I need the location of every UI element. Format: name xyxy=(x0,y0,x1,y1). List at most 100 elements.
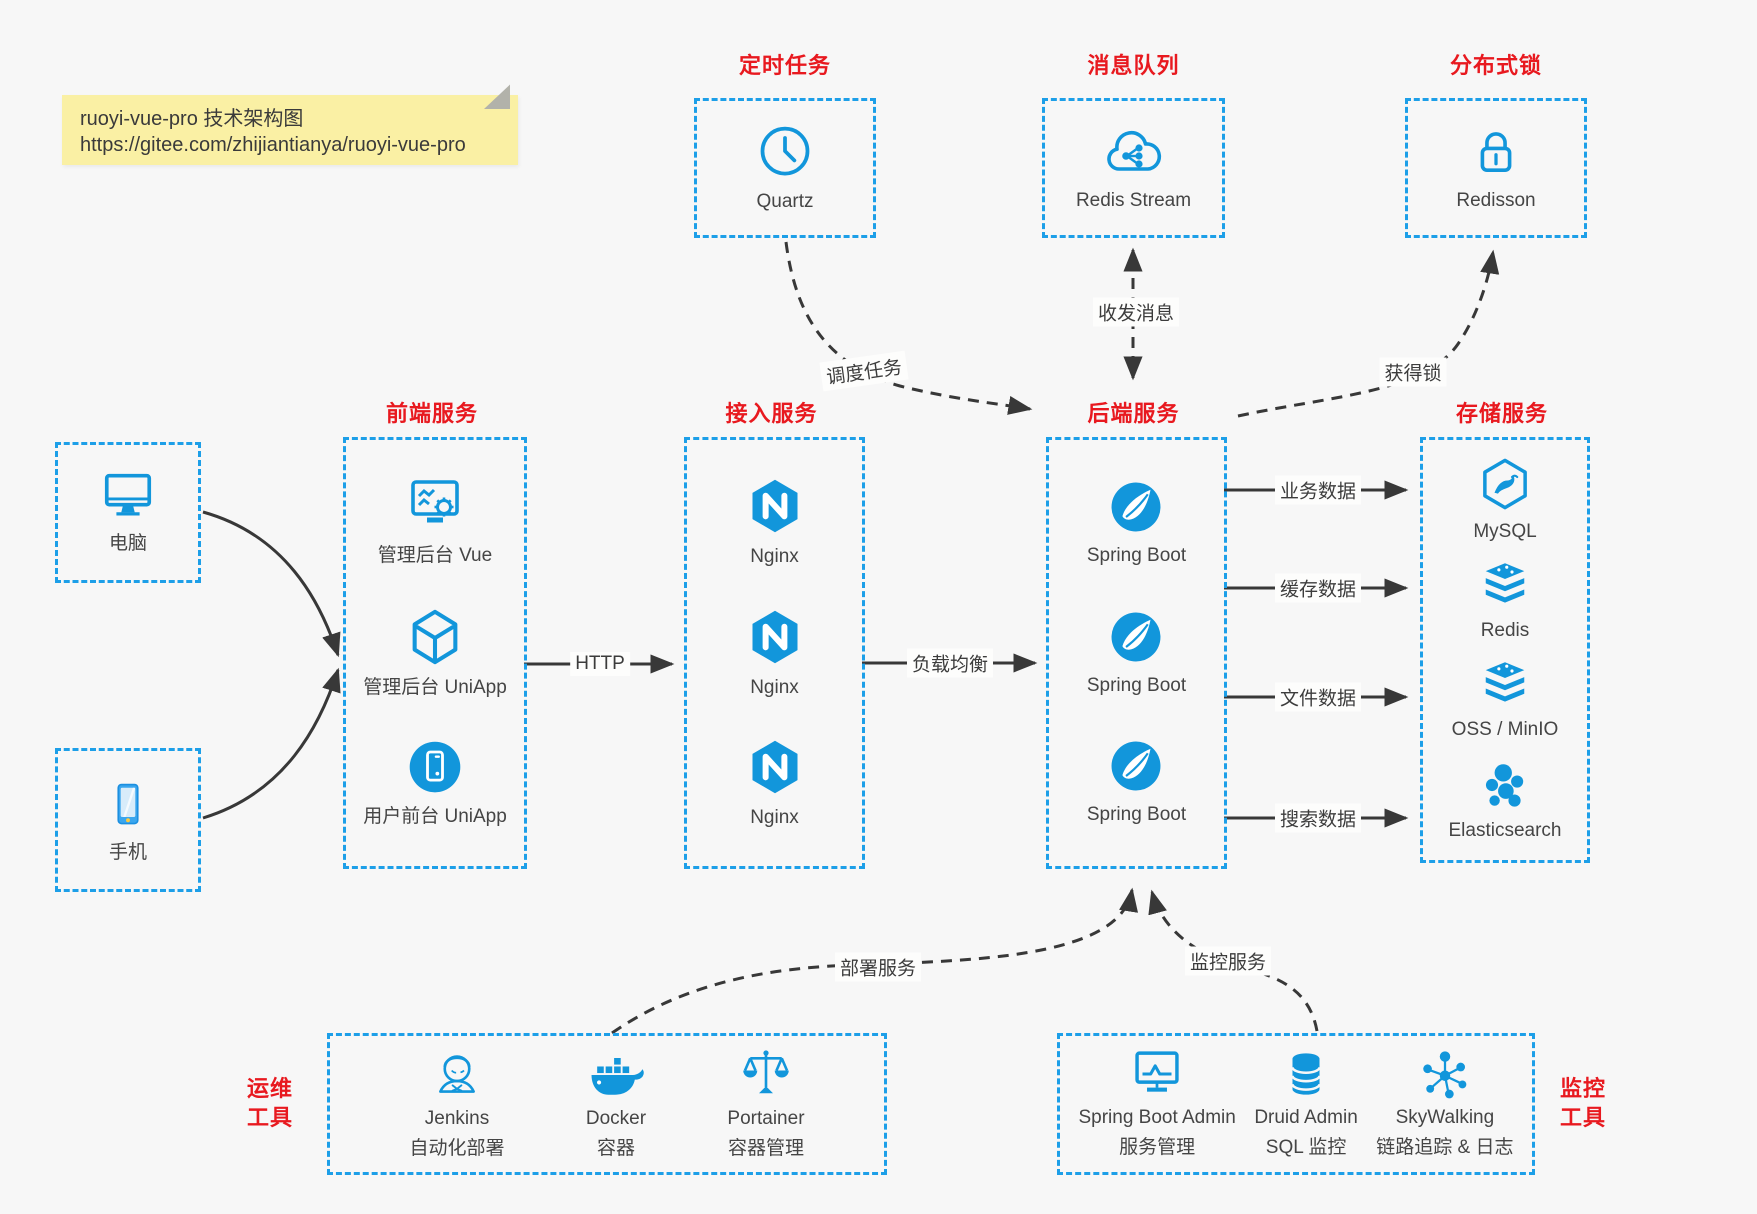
node-spring-boot-admin: Spring Boot Admin 服务管理 xyxy=(1078,1047,1236,1161)
node-admin-vue: 管理后台 Vue xyxy=(378,476,492,569)
node-spring-boot-1: Spring Boot xyxy=(1087,478,1186,569)
column-title-access: 接入服务 xyxy=(725,401,818,426)
spring-boot-icon xyxy=(1112,741,1161,791)
node-label: Nginx xyxy=(750,546,799,568)
lock-icon xyxy=(1480,131,1512,172)
group-title-distributed-lock: 分布式锁 xyxy=(1449,53,1542,78)
node-label: Nginx xyxy=(750,806,799,828)
spring-boot-icon xyxy=(1112,482,1161,532)
group-message-queue: Redis Stream xyxy=(1042,98,1225,238)
docker-icon xyxy=(591,1058,644,1095)
edge-label-dispatch: 调度任务 xyxy=(819,350,909,392)
admin-vue-icon xyxy=(411,480,459,523)
node-docker: Docker 容器 xyxy=(584,1046,648,1162)
phone-icon xyxy=(117,783,139,824)
node-desc: 链路追踪 & 日志 xyxy=(1376,1137,1514,1158)
side-title-ops: 运维 工具 xyxy=(228,1074,312,1132)
node-desc: 容器 xyxy=(596,1138,635,1159)
node-portainer: Portainer 容器管理 xyxy=(727,1046,805,1162)
clock-icon xyxy=(760,126,810,175)
sticky-note: ruoyi-vue-pro 技术架构图 https://gitee.com/zh… xyxy=(62,84,518,165)
node-jenkins: Jenkins 自动化部署 xyxy=(409,1046,504,1162)
note-url: https://gitee.com/zhijiantianya/ruoyi-vu… xyxy=(80,134,466,156)
edge-label-messages: 收发消息 xyxy=(1092,297,1180,327)
node-label: Druid Admin xyxy=(1254,1107,1358,1128)
edge-label-file-data: 文件数据 xyxy=(1274,682,1362,712)
node-label: Spring Boot xyxy=(1086,674,1187,696)
node-label: 管理后台 Vue xyxy=(377,545,493,567)
node-spring-boot-2: Spring Boot xyxy=(1087,608,1186,699)
column-title-storage: 存储服务 xyxy=(1455,401,1548,426)
oss-stack-icon xyxy=(1485,662,1525,702)
node-label: 电脑 xyxy=(108,533,147,554)
node-redis: Redis xyxy=(1477,561,1533,644)
edge-acquire-lock xyxy=(1237,249,1500,418)
portainer-icon xyxy=(743,1050,789,1094)
edge-label-business-data: 业务数据 xyxy=(1274,475,1362,505)
node-label: Redis xyxy=(1480,620,1530,641)
group-monitor-tools: Spring Boot Admin 服务管理 Druid Admin SQL 监… xyxy=(1057,1033,1535,1175)
skywalking-icon xyxy=(1423,1051,1467,1099)
column-frontend: 管理后台 Vue 管理后台 UniApp 用户前台 UniApp xyxy=(343,437,527,869)
node-desc: 容器管理 xyxy=(727,1138,804,1159)
group-phone: 手机 xyxy=(55,748,201,892)
edge-label-deploy: 部署服务 xyxy=(834,952,922,982)
column-backend: Spring Boot Spring Boot Spring Boot xyxy=(1046,437,1227,869)
node-druid-admin: Druid Admin SQL 监控 xyxy=(1254,1047,1358,1161)
node-label: Spring Boot xyxy=(1086,803,1187,825)
group-scheduled-tasks: Quartz xyxy=(694,98,876,238)
node-label: MySQL xyxy=(1473,521,1537,542)
node-admin-uniapp: 管理后台 UniApp xyxy=(363,606,507,701)
node-quartz: Quartz xyxy=(755,122,815,215)
node-user-uniapp: 用户前台 UniApp xyxy=(363,737,507,830)
node-spring-boot-3: Spring Boot xyxy=(1087,737,1186,828)
node-nginx-3: Nginx xyxy=(745,736,805,831)
node-redisson: Redisson xyxy=(1456,123,1536,214)
column-title-backend: 后端服务 xyxy=(1087,401,1180,426)
column-title-frontend: 前端服务 xyxy=(385,401,478,426)
side-title-monitor: 监控 工具 xyxy=(1541,1074,1625,1132)
node-label: Elasticsearch xyxy=(1448,820,1562,841)
nginx-icon xyxy=(752,480,797,533)
node-skywalking: SkyWalking 链路追踪 & 日志 xyxy=(1376,1047,1514,1161)
edge-label-http: HTTP xyxy=(570,652,630,676)
edge-label-load-balance: 负载均衡 xyxy=(906,648,994,678)
node-elasticsearch: Elasticsearch xyxy=(1449,759,1562,844)
node-oss-minio: OSS / MinIO xyxy=(1451,660,1559,743)
node-label: OSS / MinIO xyxy=(1451,719,1559,740)
node-label: 管理后台 UniApp xyxy=(363,676,507,698)
node-label: Jenkins xyxy=(424,1108,490,1129)
node-pc: 电脑 xyxy=(97,468,159,557)
node-label: Quartz xyxy=(756,190,814,212)
side-title-line: 工具 xyxy=(246,1105,293,1130)
desktop-icon xyxy=(104,473,152,516)
group-ops-tools: Jenkins 自动化部署 Docker 容器 xyxy=(327,1033,887,1175)
elasticsearch-icon xyxy=(1485,764,1524,807)
spring-boot-admin-icon xyxy=(1135,1051,1179,1092)
node-label: Redis Stream xyxy=(1075,189,1192,211)
group-distributed-lock: Redisson xyxy=(1405,98,1587,238)
node-label: Spring Boot xyxy=(1086,545,1187,567)
user-app-icon xyxy=(409,741,461,793)
nginx-icon xyxy=(752,740,797,793)
node-desc: 服务管理 xyxy=(1119,1137,1196,1158)
nginx-icon xyxy=(752,610,797,663)
node-label: Nginx xyxy=(750,676,799,698)
node-label: Redisson xyxy=(1456,189,1536,211)
group-title-scheduled-tasks: 定时任务 xyxy=(738,53,831,78)
node-desc: SQL 监控 xyxy=(1265,1137,1347,1158)
column-access: Nginx Nginx Nginx xyxy=(684,437,865,869)
cloud-stream-icon xyxy=(1107,130,1162,171)
node-label: Docker xyxy=(585,1108,647,1129)
node-label: 用户前台 UniApp xyxy=(363,805,507,827)
side-title-line: 监控 xyxy=(1559,1076,1606,1101)
druid-icon xyxy=(1291,1053,1321,1095)
edge-label-lock: 获得锁 xyxy=(1379,357,1447,387)
redis-stack-icon xyxy=(1485,563,1525,603)
edge-pc-to-frontend xyxy=(202,510,341,658)
node-label: 手机 xyxy=(108,841,147,863)
edge-label-cache-data: 缓存数据 xyxy=(1274,573,1362,603)
group-title-message-queue: 消息队列 xyxy=(1087,53,1180,78)
side-title-line: 运维 xyxy=(246,1076,293,1101)
